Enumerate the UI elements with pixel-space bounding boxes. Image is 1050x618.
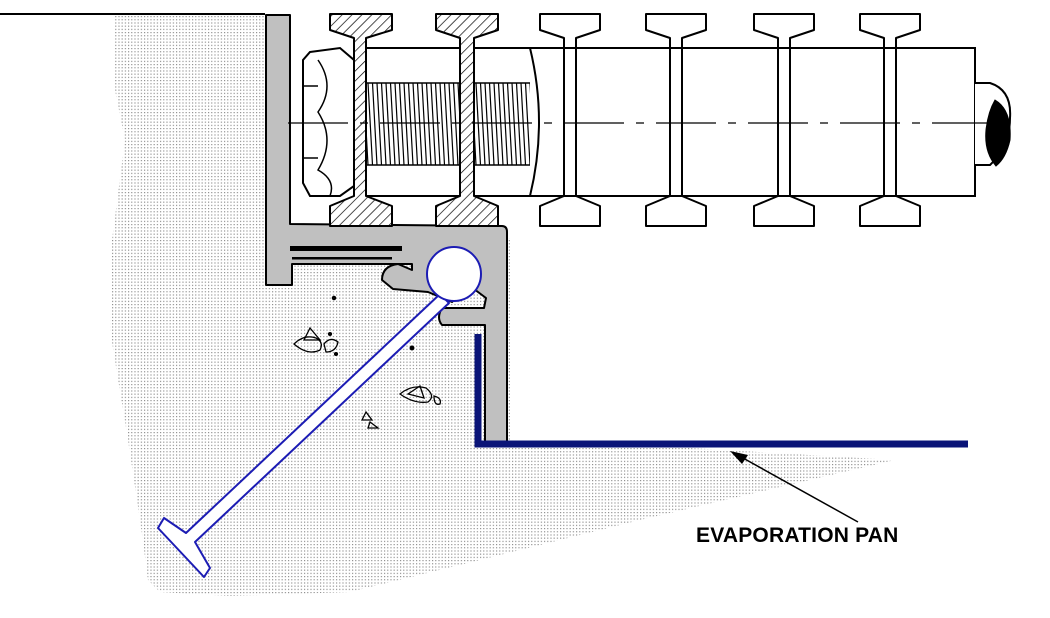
rod-end-break-icon [985,99,1011,167]
leader-line [733,452,859,523]
i-beam-web-icon-3 [753,13,815,227]
thread-line [493,83,504,165]
pebble-dot-3 [327,331,333,337]
i-beam-web-icon-4 [859,13,921,227]
pebble-1 [293,336,322,353]
thread-line [430,83,441,165]
hatched-web-plate-1 [329,13,393,227]
thread-line [484,83,495,165]
pebble-7 [367,420,380,429]
thread-line [439,83,450,165]
pebble-5 [406,384,425,399]
pebble-6 [360,410,374,421]
hex-nut-icon [302,46,355,197]
anchor-bar-round-head [426,246,482,302]
thread-line [502,83,513,165]
thread-line [385,83,396,165]
i-beam-web-icon-1 [539,13,601,227]
rod-body [530,47,976,197]
hatched-web-plate-2 [435,13,499,227]
i-beam-web-icon-2 [645,13,707,227]
aggregate-pebbles [293,295,442,429]
i-beam-webs [539,13,921,227]
pebble-dot-4 [333,351,339,357]
thread-line [475,83,486,165]
thread-line [367,83,378,165]
thread-line [520,83,530,165]
thread-line [403,83,414,165]
evaporation-pan [474,334,968,448]
evaporation-pan-label: EVAPORATION PAN [696,524,899,547]
pebble-3 [323,338,339,353]
thread-line [412,83,423,165]
pebble-8 [433,395,442,405]
pebble-4 [398,386,433,403]
pebble-dot-1 [331,295,337,301]
anchor-bar [157,246,482,578]
black-insert-bar-lower [292,257,392,260]
pebble-dot-2 [409,345,415,351]
thread-line [421,83,432,165]
thread-line [376,83,387,165]
evaporation-pan-callout: EVAPORATION PAN [696,451,899,547]
thread-line [394,83,405,165]
thread-line [511,83,522,165]
leader-arrowhead [730,451,748,464]
black-insert-bar-upper [290,246,402,251]
threaded-bolt-icon [353,47,540,197]
bolt-assembly [288,13,1012,227]
anchor-bar-shaft [157,293,450,578]
thread-line [448,83,459,165]
pebble-2 [302,326,322,341]
